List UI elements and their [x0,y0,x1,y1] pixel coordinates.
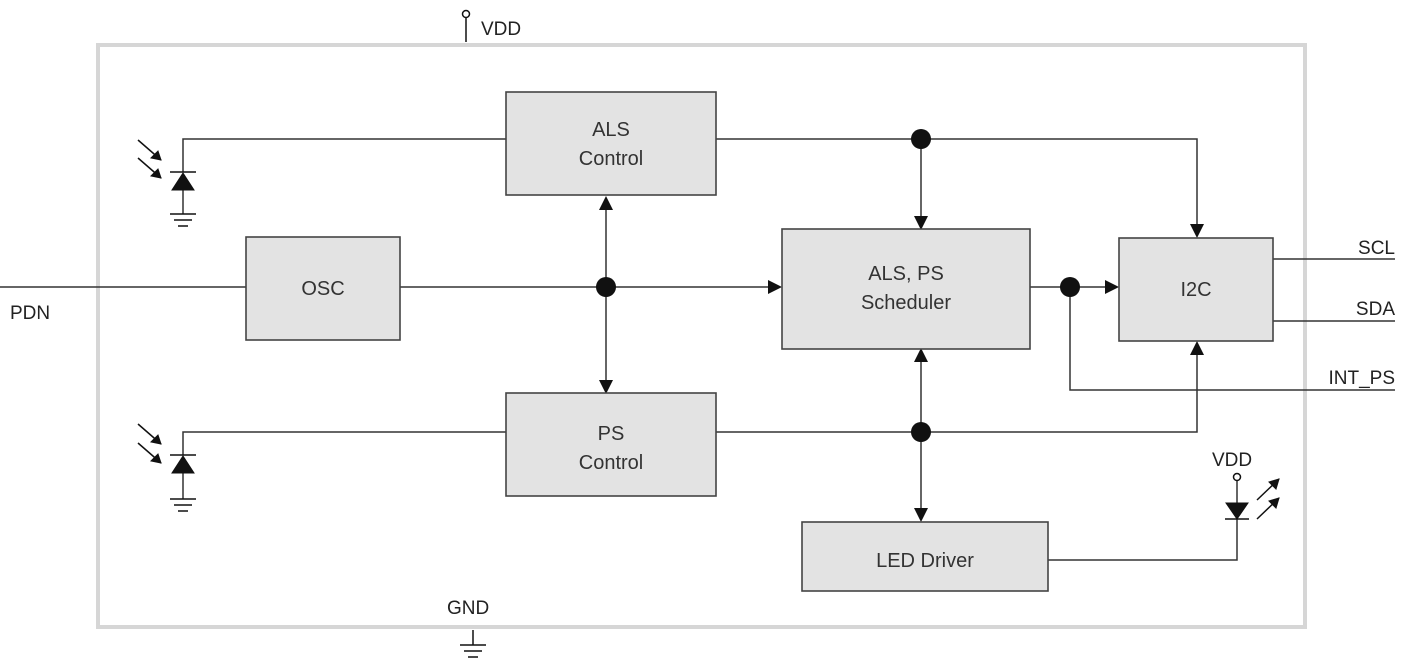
photodiode-icon [137,423,196,474]
led-icon [1225,478,1280,520]
led-driver-label: LED Driver [876,550,974,572]
chip-outline [96,43,1307,629]
junction-dot [911,422,931,442]
arrowheads [599,196,1204,522]
ps-control-block: PS Control [505,392,717,497]
ps-control-label-line1: PS [598,423,625,445]
sda-label: SDA [1356,299,1395,320]
int-ps-label: INT_PS [1328,368,1395,389]
pdn-label: PDN [10,303,50,324]
osc-block: OSC [245,236,401,341]
i2c-block: I2C [1118,237,1274,342]
ground-icon [460,630,486,658]
gnd-label: GND [447,598,489,619]
ground-icon [170,498,196,512]
scheduler-label-line1: ALS, PS [868,263,944,285]
junction-dot [596,277,616,297]
vdd-led-label: VDD [1212,450,1252,471]
i2c-label: I2C [1180,279,1211,301]
junction-dot [1060,277,1080,297]
osc-label: OSC [301,278,344,300]
scheduler-label-line2: Scheduler [861,292,951,314]
vdd-top-label: VDD [481,19,521,40]
junction-dot [911,129,931,149]
led-driver-block: LED Driver [801,521,1049,592]
vdd-terminal-icon [461,9,471,42]
photodiode-icon [137,139,196,191]
ground-icon [170,213,196,227]
ps-control-label-line2: Control [579,452,643,474]
vdd-terminal-icon [1232,472,1242,482]
als-control-block: ALS Control [505,91,717,196]
wires [0,138,1395,561]
als-control-label-line1: ALS [592,119,630,141]
als-control-label-line2: Control [579,148,643,170]
scl-label: SCL [1358,238,1395,259]
scheduler-block: ALS, PS Scheduler [781,228,1031,350]
